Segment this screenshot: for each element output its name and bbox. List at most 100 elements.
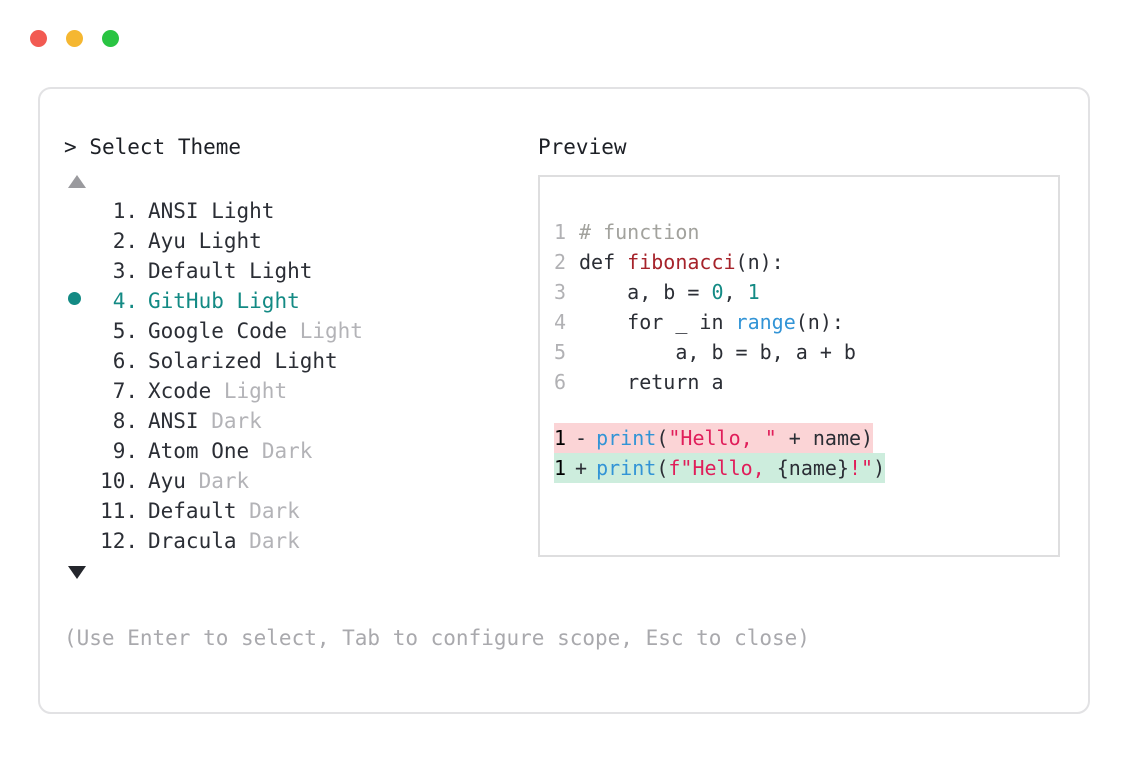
spacer — [199, 196, 212, 226]
code-line: 4 for _ in range(n): — [540, 307, 1058, 337]
spacer — [224, 286, 237, 316]
minimize-window-button[interactable] — [66, 30, 83, 47]
theme-item-name: Atom One — [148, 439, 250, 463]
code-token: f"Hello, — [668, 456, 777, 480]
theme-list-item[interactable]: 1.ANSI Light — [64, 196, 534, 226]
spacer — [211, 376, 224, 406]
theme-list-item[interactable]: 4.GitHub Light — [64, 286, 534, 316]
spacer — [199, 406, 212, 436]
code-token: 0 — [711, 280, 724, 304]
spacer — [237, 496, 250, 526]
theme-list-item[interactable]: 2.Ayu Light — [64, 226, 534, 256]
theme-item-variant: Light — [223, 379, 288, 403]
diff-sign: + — [575, 456, 588, 480]
theme-item-variant: Light — [198, 229, 262, 253]
spacer — [262, 346, 275, 376]
line-number: 1 — [554, 426, 567, 450]
theme-list-item[interactable]: 9. Atom One Dark — [64, 436, 534, 466]
code-token: def — [579, 250, 628, 274]
spacer — [237, 526, 250, 556]
theme-item-number: 3. — [112, 259, 138, 283]
close-window-button[interactable] — [30, 30, 47, 47]
code-token: a, b = — [579, 280, 712, 304]
line-number: 3 — [554, 280, 567, 304]
code-token: print — [596, 426, 657, 450]
theme-list-item[interactable]: 11. Default Dark — [64, 496, 534, 526]
theme-item-number: 7. — [112, 379, 138, 403]
theme-list-item[interactable]: 6. Solarized Light — [64, 346, 534, 376]
theme-item-variant: Light — [211, 199, 275, 223]
code-line: 5 a, b = b, a + b — [540, 337, 1058, 367]
code-token: # function — [579, 220, 700, 244]
theme-item-name: Solarized — [148, 349, 262, 373]
scroll-down-icon[interactable] — [68, 566, 86, 579]
line-number: 6 — [554, 370, 567, 394]
code-line: 1 # function — [540, 217, 1058, 247]
code-token: ) — [873, 456, 886, 480]
theme-item-number: 4. — [112, 289, 138, 313]
diff-highlight: 1-print("Hello, " + name) — [554, 423, 874, 453]
theme-item-name: Xcode — [148, 379, 212, 403]
prompt-marker: > — [64, 135, 77, 159]
theme-item-number: 12. — [100, 529, 138, 553]
theme-item-variant: Dark — [198, 469, 250, 493]
theme-item-name: Default — [148, 499, 237, 523]
theme-item-number: 10. — [100, 469, 138, 493]
diff-sign: - — [575, 426, 588, 450]
theme-list-item[interactable]: 12.Dracula Dark — [64, 526, 534, 556]
code-token: , — [723, 280, 748, 304]
maximize-window-button[interactable] — [102, 30, 119, 47]
theme-item-number: 11. — [100, 499, 138, 523]
theme-list-item[interactable]: 8.ANSI Dark — [64, 406, 534, 436]
theme-item-number: 8. — [112, 409, 138, 433]
theme-item-number: 2. — [112, 229, 138, 253]
code-token: {name} — [776, 456, 849, 480]
spacer — [186, 466, 199, 496]
theme-list-item[interactable]: 7. Xcode Light — [64, 376, 534, 406]
code-token: 1 — [747, 280, 760, 304]
diff-sample: 1-print("Hello, " + name)1+print(f"Hello… — [540, 423, 1058, 483]
page-title: > Select Theme — [64, 133, 534, 161]
code-token: print — [596, 456, 657, 480]
theme-item-number: 1. — [112, 199, 138, 223]
line-number: 5 — [554, 340, 567, 364]
diff-line-add: 1+print(f"Hello, {name}!") — [540, 453, 1058, 483]
spacer — [237, 256, 250, 286]
theme-item-name: Google Code — [148, 319, 288, 343]
theme-list-item[interactable]: 3.Default Light — [64, 256, 534, 286]
theme-item-variant: Dark — [261, 439, 313, 463]
code-token: (n): — [795, 310, 844, 334]
theme-item-variant: Dark — [211, 409, 262, 433]
code-token: ( — [656, 456, 669, 480]
theme-item-variant: Dark — [249, 499, 300, 523]
theme-item-variant: Light — [299, 319, 363, 343]
line-number: 1 — [554, 220, 567, 244]
theme-item-variant: Light — [249, 259, 313, 283]
code-token: for _ in — [579, 310, 736, 334]
code-line: 3 a, b = 0, 1 — [540, 277, 1058, 307]
theme-list-item[interactable]: 5.Google Code Light — [64, 316, 534, 346]
keyboard-hint: (Use Enter to select, Tab to configure s… — [64, 626, 810, 650]
code-token: ( — [656, 426, 669, 450]
code-token: a, b = b, a + b — [579, 340, 856, 364]
theme-item-name: Dracula — [148, 529, 237, 553]
code-token: (n): — [735, 250, 784, 274]
diff-line-del: 1-print("Hello, " + name) — [540, 423, 1058, 453]
theme-item-number: 6. — [112, 349, 138, 373]
theme-item-variant: Light — [236, 289, 300, 313]
selected-bullet-icon — [68, 292, 81, 305]
theme-list-item[interactable]: 10.Ayu Dark — [64, 466, 534, 496]
theme-item-variant: Light — [274, 349, 338, 373]
code-token: range — [735, 310, 796, 334]
prompt-title-text: Select Theme — [89, 135, 242, 159]
line-number: 4 — [554, 310, 567, 334]
code-line: 6 return a — [540, 367, 1058, 397]
scroll-up-icon[interactable] — [68, 175, 86, 188]
line-number: 1 — [554, 456, 567, 480]
theme-item-number: 9. — [112, 439, 138, 463]
